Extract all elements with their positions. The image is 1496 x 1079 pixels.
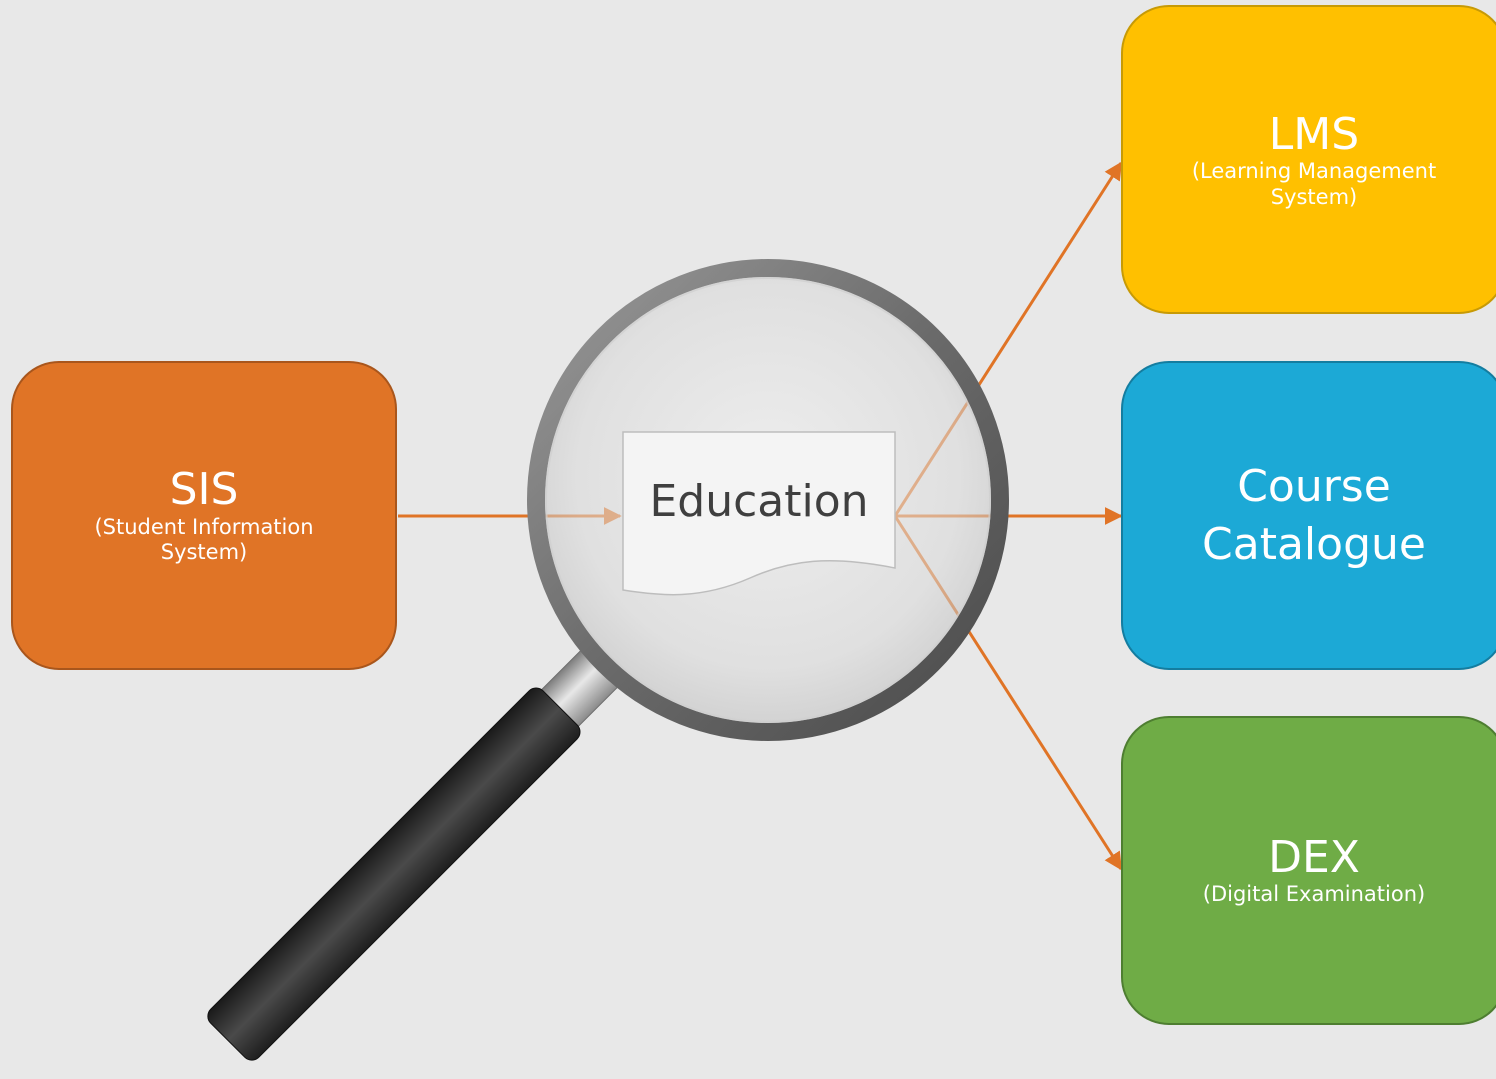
- dex-node: DEX (Digital Examination): [1121, 716, 1496, 1025]
- arrow-education-to-dex: [893, 515, 1123, 871]
- course-catalogue-title: Course Catalogue: [1202, 461, 1426, 570]
- arrow-education-to-lms: [893, 161, 1123, 517]
- sis-subtitle: (Student Information System): [94, 514, 314, 564]
- lms-title: LMS: [1268, 109, 1360, 160]
- sis-node: SIS (Student Information System): [11, 361, 397, 670]
- course-catalogue-node: Course Catalogue: [1121, 361, 1496, 670]
- lms-node: LMS (Learning Management System): [1121, 5, 1496, 314]
- dex-subtitle: (Digital Examination): [1202, 882, 1426, 907]
- education-label: Education: [649, 475, 869, 527]
- lms-subtitle: (Learning Management System): [1191, 159, 1437, 209]
- dex-title: DEX: [1268, 831, 1360, 883]
- sis-title: SIS: [169, 464, 239, 516]
